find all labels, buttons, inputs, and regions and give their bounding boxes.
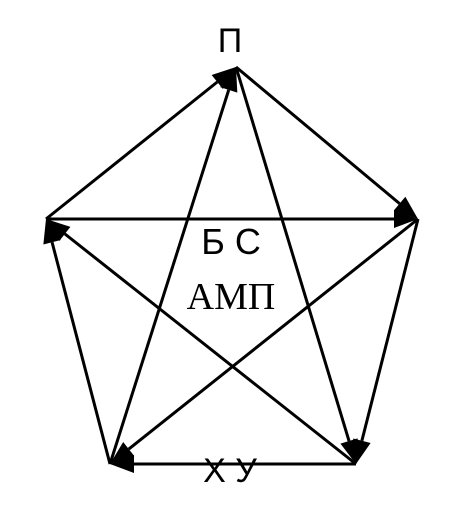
edge-bottom-right-to-left (63, 232, 357, 466)
edge-bottom-left-to-top (108, 89, 231, 465)
edge-right-to-bottom-right (360, 218, 420, 442)
arrowhead-top (211, 67, 236, 90)
edge-top-to-bottom-right (234, 66, 351, 442)
center-label-bottom: АМП (187, 276, 276, 318)
arrowhead-bottom-left (110, 455, 134, 473)
edge-top-to-right (235, 65, 401, 205)
arrowhead-top (220, 67, 238, 93)
edge-left-to-top (45, 80, 219, 221)
arrowhead-bottom-left (110, 442, 135, 464)
arrowhead-right (394, 210, 418, 228)
arrowhead-left (46, 219, 71, 241)
edge-bottom-left-to-left (50, 241, 112, 465)
arrowhead-bottom-right (353, 438, 371, 464)
arrowhead-bottom-right (340, 438, 358, 464)
center-label-top: Б С (201, 221, 261, 262)
edge-right-to-bottom-left (127, 217, 419, 451)
arrowhead-left (43, 219, 61, 245)
edges-group (43, 65, 420, 473)
node-label-bottom-left: Х У (203, 452, 257, 490)
node-label-top: П (218, 22, 242, 60)
arrowhead-right (393, 196, 418, 219)
